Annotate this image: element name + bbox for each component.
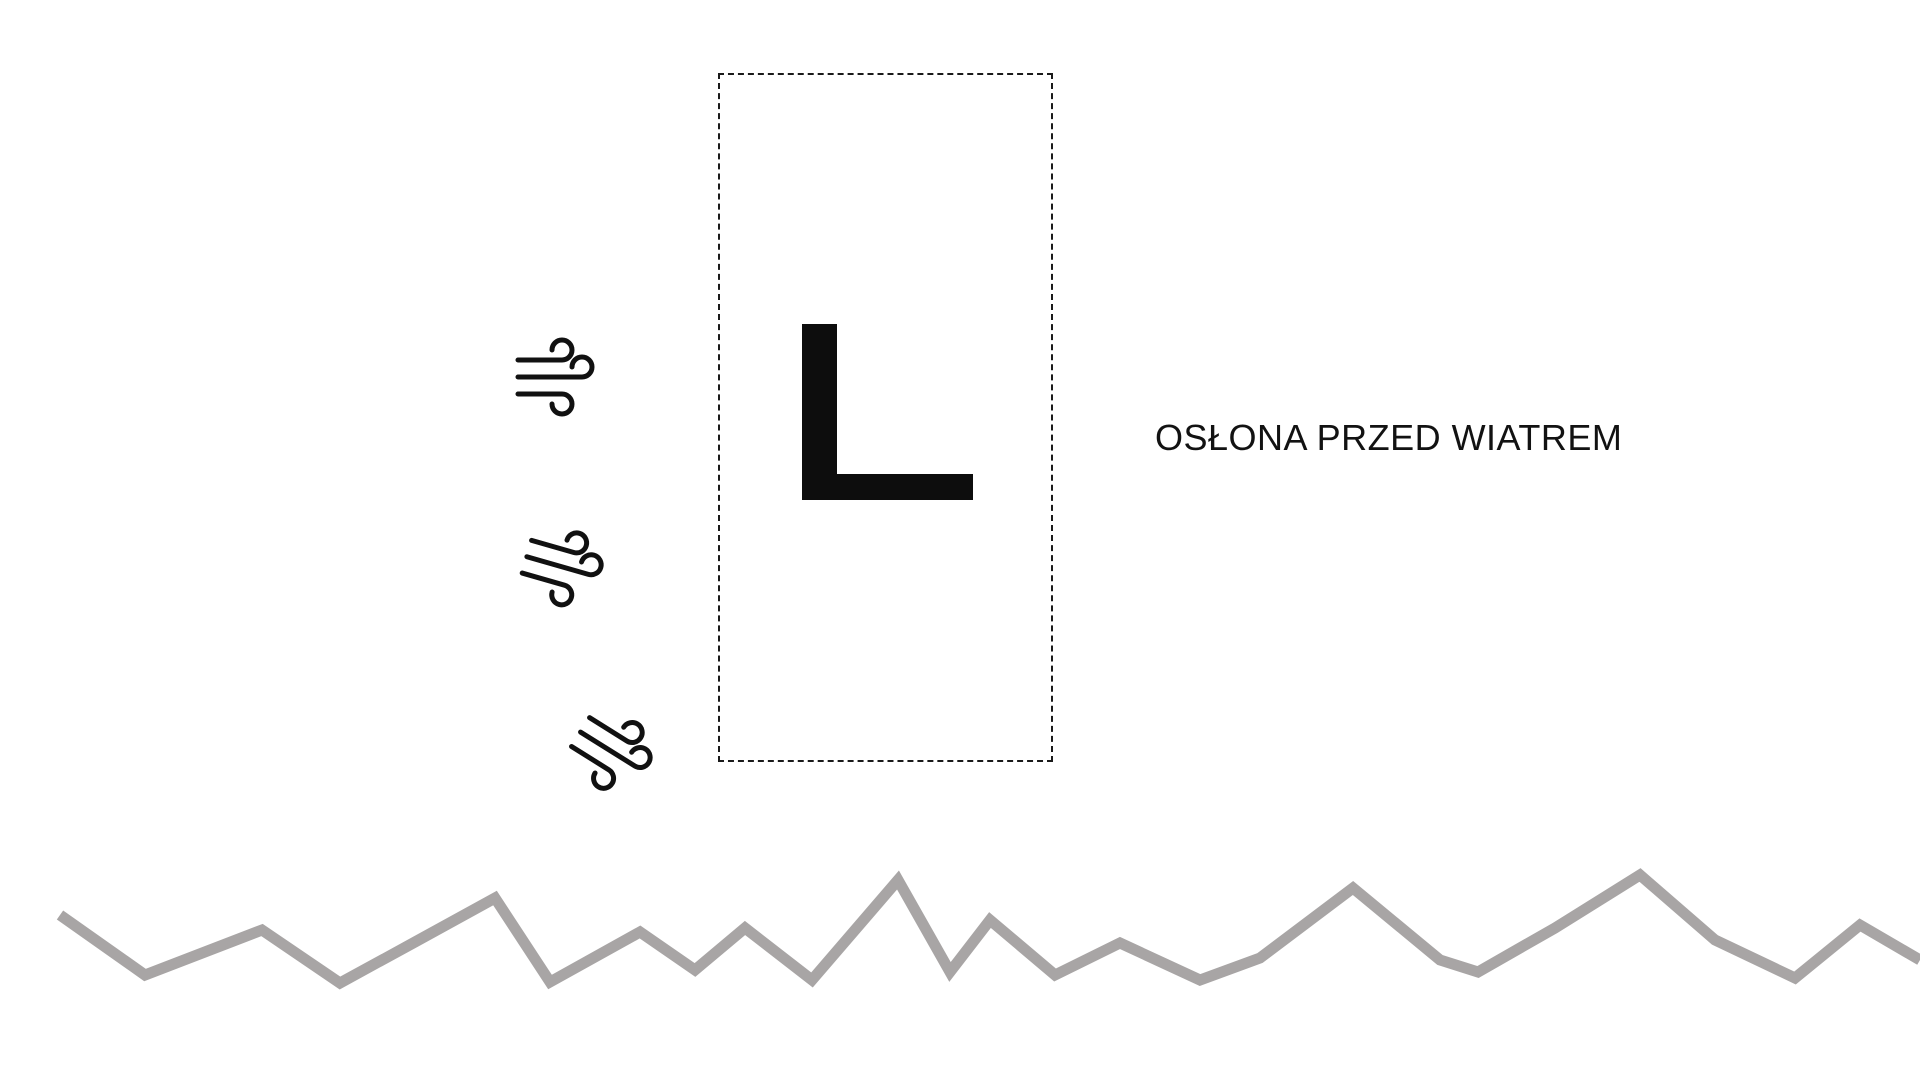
page-title: OSŁONA PRZED WIATREM [1155,417,1623,458]
l-bracket-stem [802,324,837,500]
l-bracket-shape [802,324,973,500]
wind-icon [500,320,610,430]
ground-profile-line [56,868,1920,990]
wind-icon [537,674,689,826]
wind-icon [495,497,631,633]
dashed-placement-frame [718,73,1053,762]
ground-profile [0,820,1920,1020]
l-bracket-foot [802,474,973,500]
